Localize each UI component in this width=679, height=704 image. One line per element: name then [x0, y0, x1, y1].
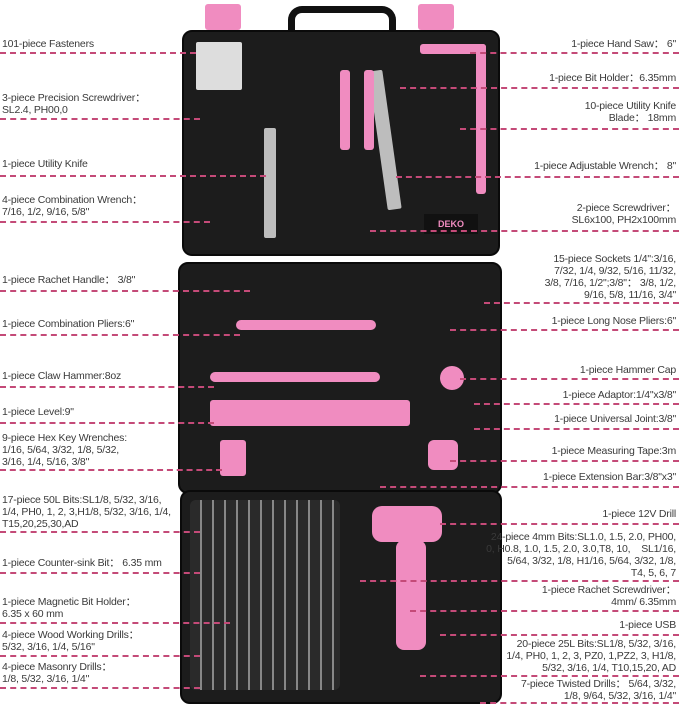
label-rachet-handle: 1-piece Rachet Handle： 3/8" [2, 274, 136, 286]
label-hex-key: 9-piece Hex Key Wrenches: 1/16, 5/64, 3/… [2, 432, 127, 468]
leader-line [0, 469, 222, 471]
leader-line [0, 52, 196, 54]
label-hand-saw: 1-piece Hand Saw： 6" [571, 38, 676, 50]
label-usb: 1-piece USB [619, 619, 676, 631]
drill-grip [396, 540, 426, 650]
leader-line [450, 329, 679, 331]
leader-line [0, 655, 200, 657]
leader-line [480, 702, 679, 704]
leader-line [420, 675, 679, 677]
leader-line [0, 118, 200, 120]
latch-left [205, 4, 241, 30]
label-knife-blade: 10-piece Utility Knife Blade： 18mm [584, 100, 677, 124]
leader-line [0, 334, 240, 336]
leader-line [460, 378, 679, 380]
label-wood-drills: 4-piece Wood Working Drills： 5/32, 3/16,… [2, 629, 139, 653]
leader-line [0, 175, 266, 177]
label-precision-screwdriver: 3-piece Precision Screwdriver： SL2.4, PH… [2, 92, 146, 116]
label-counter-sink: 1-piece Counter-sink Bit： 6.35 mm [2, 557, 162, 569]
label-claw-hammer: 1-piece Claw Hammer:8oz [2, 370, 122, 382]
label-adjustable-wrench: 1-piece Adjustable Wrench： 8" [534, 160, 676, 172]
hand-saw-frame [420, 44, 486, 54]
label-fasteners: 101-piece Fasteners [2, 38, 94, 50]
label-rachet-screwdriver: 1-piece Rachet Screwdriver： 4mm/ 6.35mm [541, 584, 676, 608]
leader-line [0, 290, 250, 292]
leader-line [440, 634, 679, 636]
screwdriver [340, 70, 350, 150]
screwdriver-2 [364, 70, 374, 150]
leader-line [0, 531, 200, 533]
case-handle [288, 6, 396, 40]
label-magnetic-bit-holder: 1-piece Magnetic Bit Holder： 6.35 x 60 m… [2, 596, 136, 620]
label-adaptor: 1-piece Adaptor:1/4"x3/8" [562, 389, 677, 401]
label-long-nose-pliers: 1-piece Long Nose Pliers:6" [551, 315, 677, 327]
label-combination-wrench: 4-piece Combination Wrench： 7/16, 1/2, 9… [2, 194, 143, 218]
leader-line [410, 610, 679, 612]
leader-line [0, 687, 200, 689]
label-combination-pliers: 1-piece Combination Pliers:6" [2, 318, 135, 330]
brand-logo: DEKO [424, 214, 478, 234]
leader-line [396, 176, 679, 178]
label-universal-joint: 1-piece Universal Joint:3/8" [554, 413, 676, 425]
level [210, 400, 410, 426]
leader-line [0, 221, 210, 223]
pliers [236, 320, 376, 330]
fasteners-box [196, 42, 242, 90]
label-50l-bits: 17-piece 50L Bits:SL1/8, 5/32, 3/16, 1/4… [2, 494, 171, 530]
leader-line [470, 52, 679, 54]
leader-line [484, 302, 679, 304]
leader-line [450, 460, 679, 462]
leader-line [0, 422, 214, 424]
leader-line [474, 428, 679, 430]
leader-line [0, 622, 230, 624]
leader-line [360, 580, 679, 582]
utility-knife [264, 128, 276, 238]
label-12v-drill: 1-piece 12V Drill [602, 508, 676, 520]
leader-line [380, 486, 679, 488]
label-masonry-drills: 4-piece Masonry Drills： 1/8, 5/32, 3/16,… [2, 661, 112, 685]
leader-line [0, 572, 200, 574]
label-25l-bits: 20-piece 25L Bits:SL1/8, 5/32, 3/16, 1/4… [506, 638, 676, 674]
label-sockets: 15-piece Sockets 1/4":3/16, 7/32, 1/4, 9… [544, 253, 677, 301]
bits-tray [190, 500, 340, 690]
label-measuring-tape: 1-piece Measuring Tape:3m [551, 445, 677, 457]
leader-line [440, 523, 679, 525]
drill-body [372, 506, 442, 542]
hand-saw-side [476, 44, 486, 194]
measuring-tape [428, 440, 458, 470]
leader-line [0, 386, 214, 388]
leader-line [460, 128, 679, 130]
label-4mm-bits: 24-piece 4mm Bits:SL1.0, 1.5, 2.0, PH00,… [486, 531, 676, 579]
label-hammer-cap: 1-piece Hammer Cap [579, 364, 676, 376]
leader-line [370, 230, 679, 232]
label-level: 1-piece Level:9" [2, 406, 74, 418]
leader-line [474, 403, 679, 405]
claw-hammer [210, 372, 380, 382]
leader-line [400, 87, 679, 89]
label-screwdriver: 2-piece Screwdriver： SL6x100, PH2x100mm [571, 202, 677, 226]
label-bit-holder: 1-piece Bit Holder：6.35mm [549, 72, 676, 84]
hex-key-holder [220, 440, 246, 476]
latch-right [418, 4, 454, 30]
label-utility-knife: 1-piece Utility Knife [2, 158, 88, 170]
label-extension-bar: 1-piece Extension Bar:3/8"x3" [543, 471, 676, 483]
label-twisted-drills: 7-piece Twisted Drills： 5/64, 3/32, 1/8,… [520, 678, 676, 702]
